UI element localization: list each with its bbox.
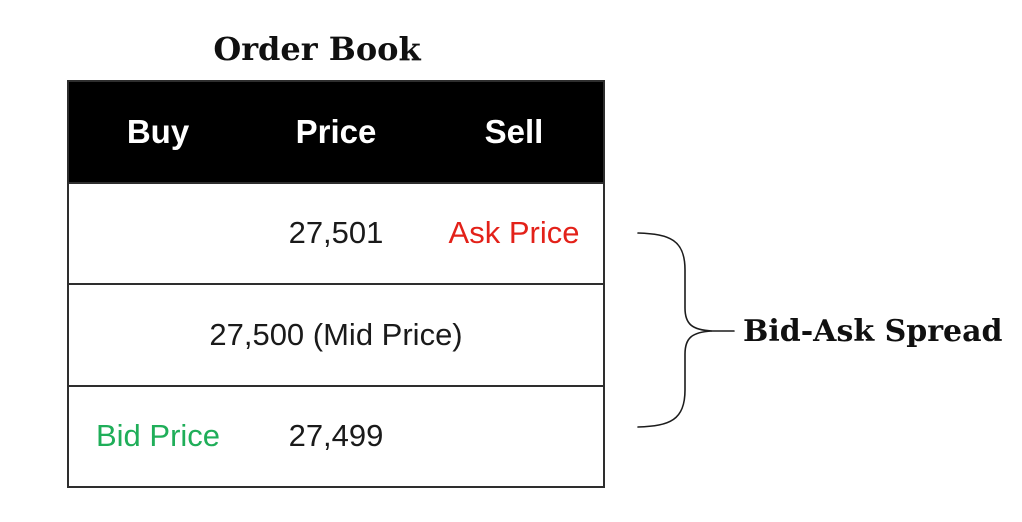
- header-sell: Sell: [484, 112, 544, 150]
- empty-sell-cell: [425, 387, 603, 487]
- bid-row: Bid Price 27,499: [69, 384, 603, 487]
- ask-price-value: 27,501: [288, 215, 384, 251]
- bid-price-label: Bid Price: [95, 418, 221, 454]
- ask-row: 27,501 Ask Price: [69, 181, 603, 284]
- header-price: Price: [295, 112, 377, 150]
- spread-brace-icon: [637, 232, 735, 428]
- spread-label: Bid-Ask Spread: [743, 314, 1003, 349]
- diagram-title: Order Book: [213, 30, 421, 68]
- mid-row: 27,500 (Mid Price): [69, 283, 603, 385]
- table-header-row: Buy Price Sell: [69, 82, 603, 182]
- ask-price-label: Ask Price: [448, 215, 580, 251]
- order-book-table: Buy Price Sell 27,501 Ask Price 27,500 (…: [67, 80, 605, 488]
- header-buy: Buy: [126, 112, 190, 150]
- mid-price-value: 27,500 (Mid Price): [209, 316, 463, 352]
- bid-price-value: 27,499: [288, 418, 384, 454]
- empty-buy-cell: [69, 184, 247, 284]
